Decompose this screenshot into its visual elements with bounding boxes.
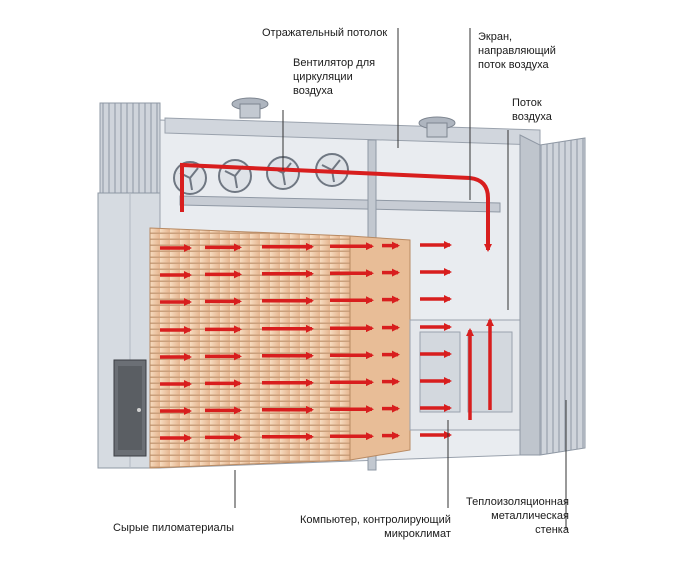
label-wall-line-1: Теплоизоляционная [466,496,569,508]
label-airflow-line-2: воздуха [512,111,552,123]
label-fan: Вентилятор для циркуляции воздуха [293,56,375,98]
label-computer-line-1: Компьютер, контролирующий [300,514,451,526]
label-raw-lumber: Сырые пиломатериалы [113,521,234,535]
label-reflective-ceiling: Отражательный потолок [262,26,387,40]
label-fan-line-1: Вентилятор для [293,57,376,69]
control-cabinet [409,319,521,431]
airflow-arrows-group [160,241,494,442]
label-wall-line-2: металлическая [491,510,569,522]
label-wall: Теплоизоляционная металлическая стенка [466,495,569,537]
label-fan-line-2: циркуляции [293,71,353,83]
label-computer-line-2: микроклимат [384,528,451,540]
label-raw-lumber-text: Сырые пиломатериалы [113,522,234,534]
label-fan-line-3: воздуха [293,85,333,97]
label-computer: Компьютер, контролирующий микроклимат [300,513,451,541]
roof-ventilator-icon [231,97,456,138]
label-reflective-ceiling-text: Отражательный потолок [262,27,388,39]
label-airflow: Поток воздуха [512,96,552,124]
label-screen-line-2: направляющий [478,45,556,57]
insulated-wall [519,134,586,456]
label-wall-line-3: стенка [535,524,569,536]
label-screen: Экран, направляющий поток воздуха [478,30,556,72]
label-screen-line-1: Экран, [478,31,513,43]
circulation-fan-icon [173,153,349,195]
leader-lines [234,28,567,530]
lumber-stack [149,227,411,469]
door-icon [113,359,147,457]
label-screen-line-3: поток воздуха [478,59,549,71]
label-airflow-line-1: Поток [512,97,542,109]
